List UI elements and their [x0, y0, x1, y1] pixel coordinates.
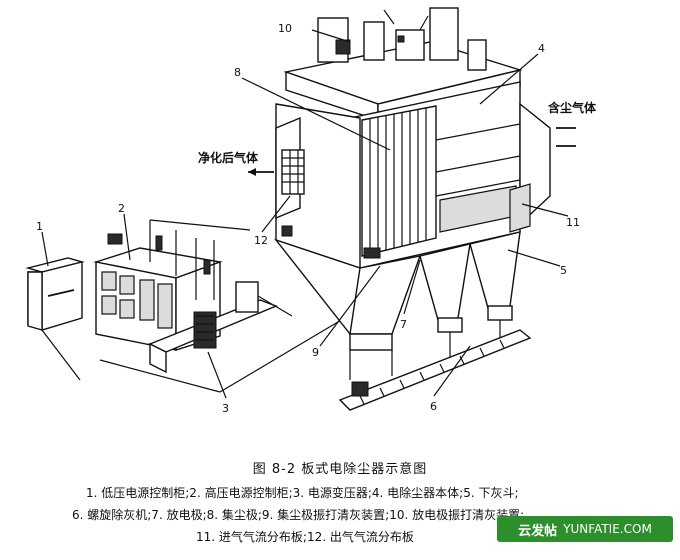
- label-12: 12: [254, 234, 268, 247]
- label-5: 5: [560, 264, 567, 277]
- hoppers: [274, 231, 521, 380]
- collecting-plates: [361, 105, 437, 257]
- label-9: 9: [312, 346, 319, 359]
- legend-line-2: 6. 螺旋除灰机;7. 放电极;8. 集尘极;9. 集尘极振打清灰装置;10. …: [72, 508, 525, 522]
- label-2: 2: [118, 202, 125, 215]
- legend-line-3: 11. 进气气流分布板;12. 出气气流分布板: [196, 530, 414, 544]
- outlet-gas-label: 净化后气体: [198, 150, 259, 165]
- watermark-brand: 云发帖: [518, 523, 558, 539]
- watermark-badge: 云发帖 YUNFATIE.COM: [497, 516, 673, 542]
- label-3: 3: [222, 402, 229, 415]
- legend-line-1: 1. 低压电源控制柜;2. 高压电源控制柜;3. 电源变压器;4. 电除尘器本体…: [86, 486, 519, 500]
- inlet-gas-label: 含尘气体: [548, 100, 597, 115]
- label-11: 11: [566, 216, 580, 229]
- label-8: 8: [234, 66, 241, 79]
- high-voltage-cabinet: [93, 219, 251, 351]
- inlet-distribution-plate: [509, 183, 531, 233]
- gas-flow-arrows: [248, 127, 576, 176]
- label-7: 7: [400, 318, 407, 331]
- leader-lines: [41, 29, 569, 399]
- figure-caption: 图 8-2 板式电除尘器示意图: [252, 462, 428, 477]
- screw-conveyor: [338, 329, 532, 411]
- low-voltage-cabinet: [25, 257, 85, 381]
- label-6: 6: [430, 400, 437, 413]
- label-4: 4: [538, 42, 545, 55]
- label-1: 1: [36, 220, 43, 233]
- precipitator-body: [275, 7, 551, 269]
- power-transformer: [99, 281, 349, 393]
- watermark-site: YUNFATIE.COM: [563, 522, 652, 536]
- outlet-distribution-plate: [281, 149, 305, 195]
- label-10: 10: [278, 22, 292, 35]
